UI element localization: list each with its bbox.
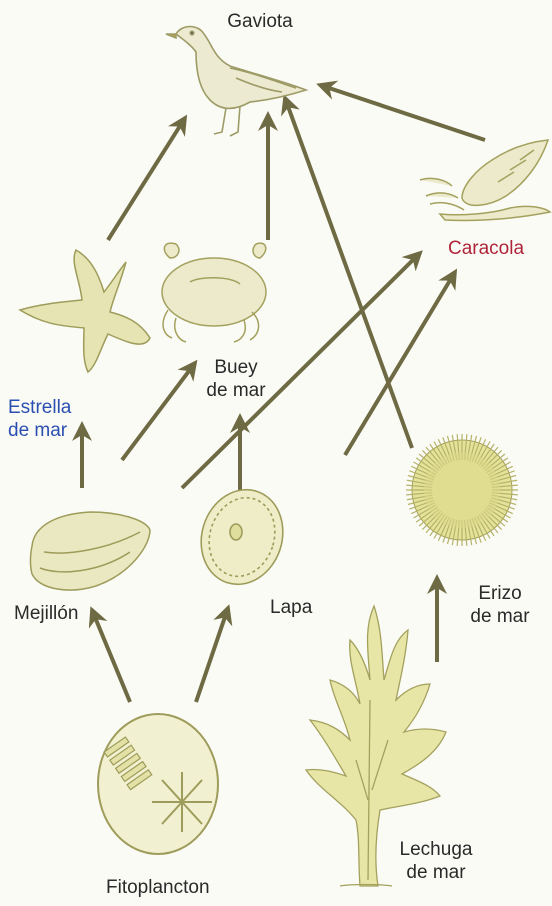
mussel-icon	[31, 512, 151, 590]
label-buey-de-mar: Buey de mar	[196, 356, 276, 402]
label-estrella-de-mar: Estrella de mar	[8, 396, 88, 442]
arrow-erizo-caracola	[345, 272, 455, 455]
seagull-icon	[166, 27, 306, 137]
arrow-caracola-gaviota	[320, 85, 485, 140]
arrow-fitoplancton-mejillon	[92, 610, 130, 702]
phytoplankton-icon	[98, 714, 218, 854]
label-caracola: Caracola	[440, 237, 532, 260]
label-gaviota: Gaviota	[220, 10, 300, 33]
arrow-fitoplancton-lapa	[196, 608, 228, 702]
arrow-estrella-gaviota	[108, 118, 185, 240]
snail-shell-icon	[420, 140, 550, 221]
arrow-erizo-gaviota	[285, 98, 412, 448]
label-erizo-de-mar: Erizo de mar	[460, 582, 540, 628]
label-lapa: Lapa	[270, 596, 312, 619]
crab-icon	[162, 243, 266, 342]
label-mejillon: Mejillón	[14, 602, 78, 625]
label-lechuga-de-mar: Lechuga de mar	[386, 838, 486, 884]
starfish-icon	[20, 250, 150, 372]
label-fitoplancton: Fitoplancton	[106, 876, 210, 899]
limpet-icon	[189, 479, 295, 595]
sea-urchin-icon	[406, 434, 518, 546]
arrow-mejillon-buey	[122, 363, 195, 460]
